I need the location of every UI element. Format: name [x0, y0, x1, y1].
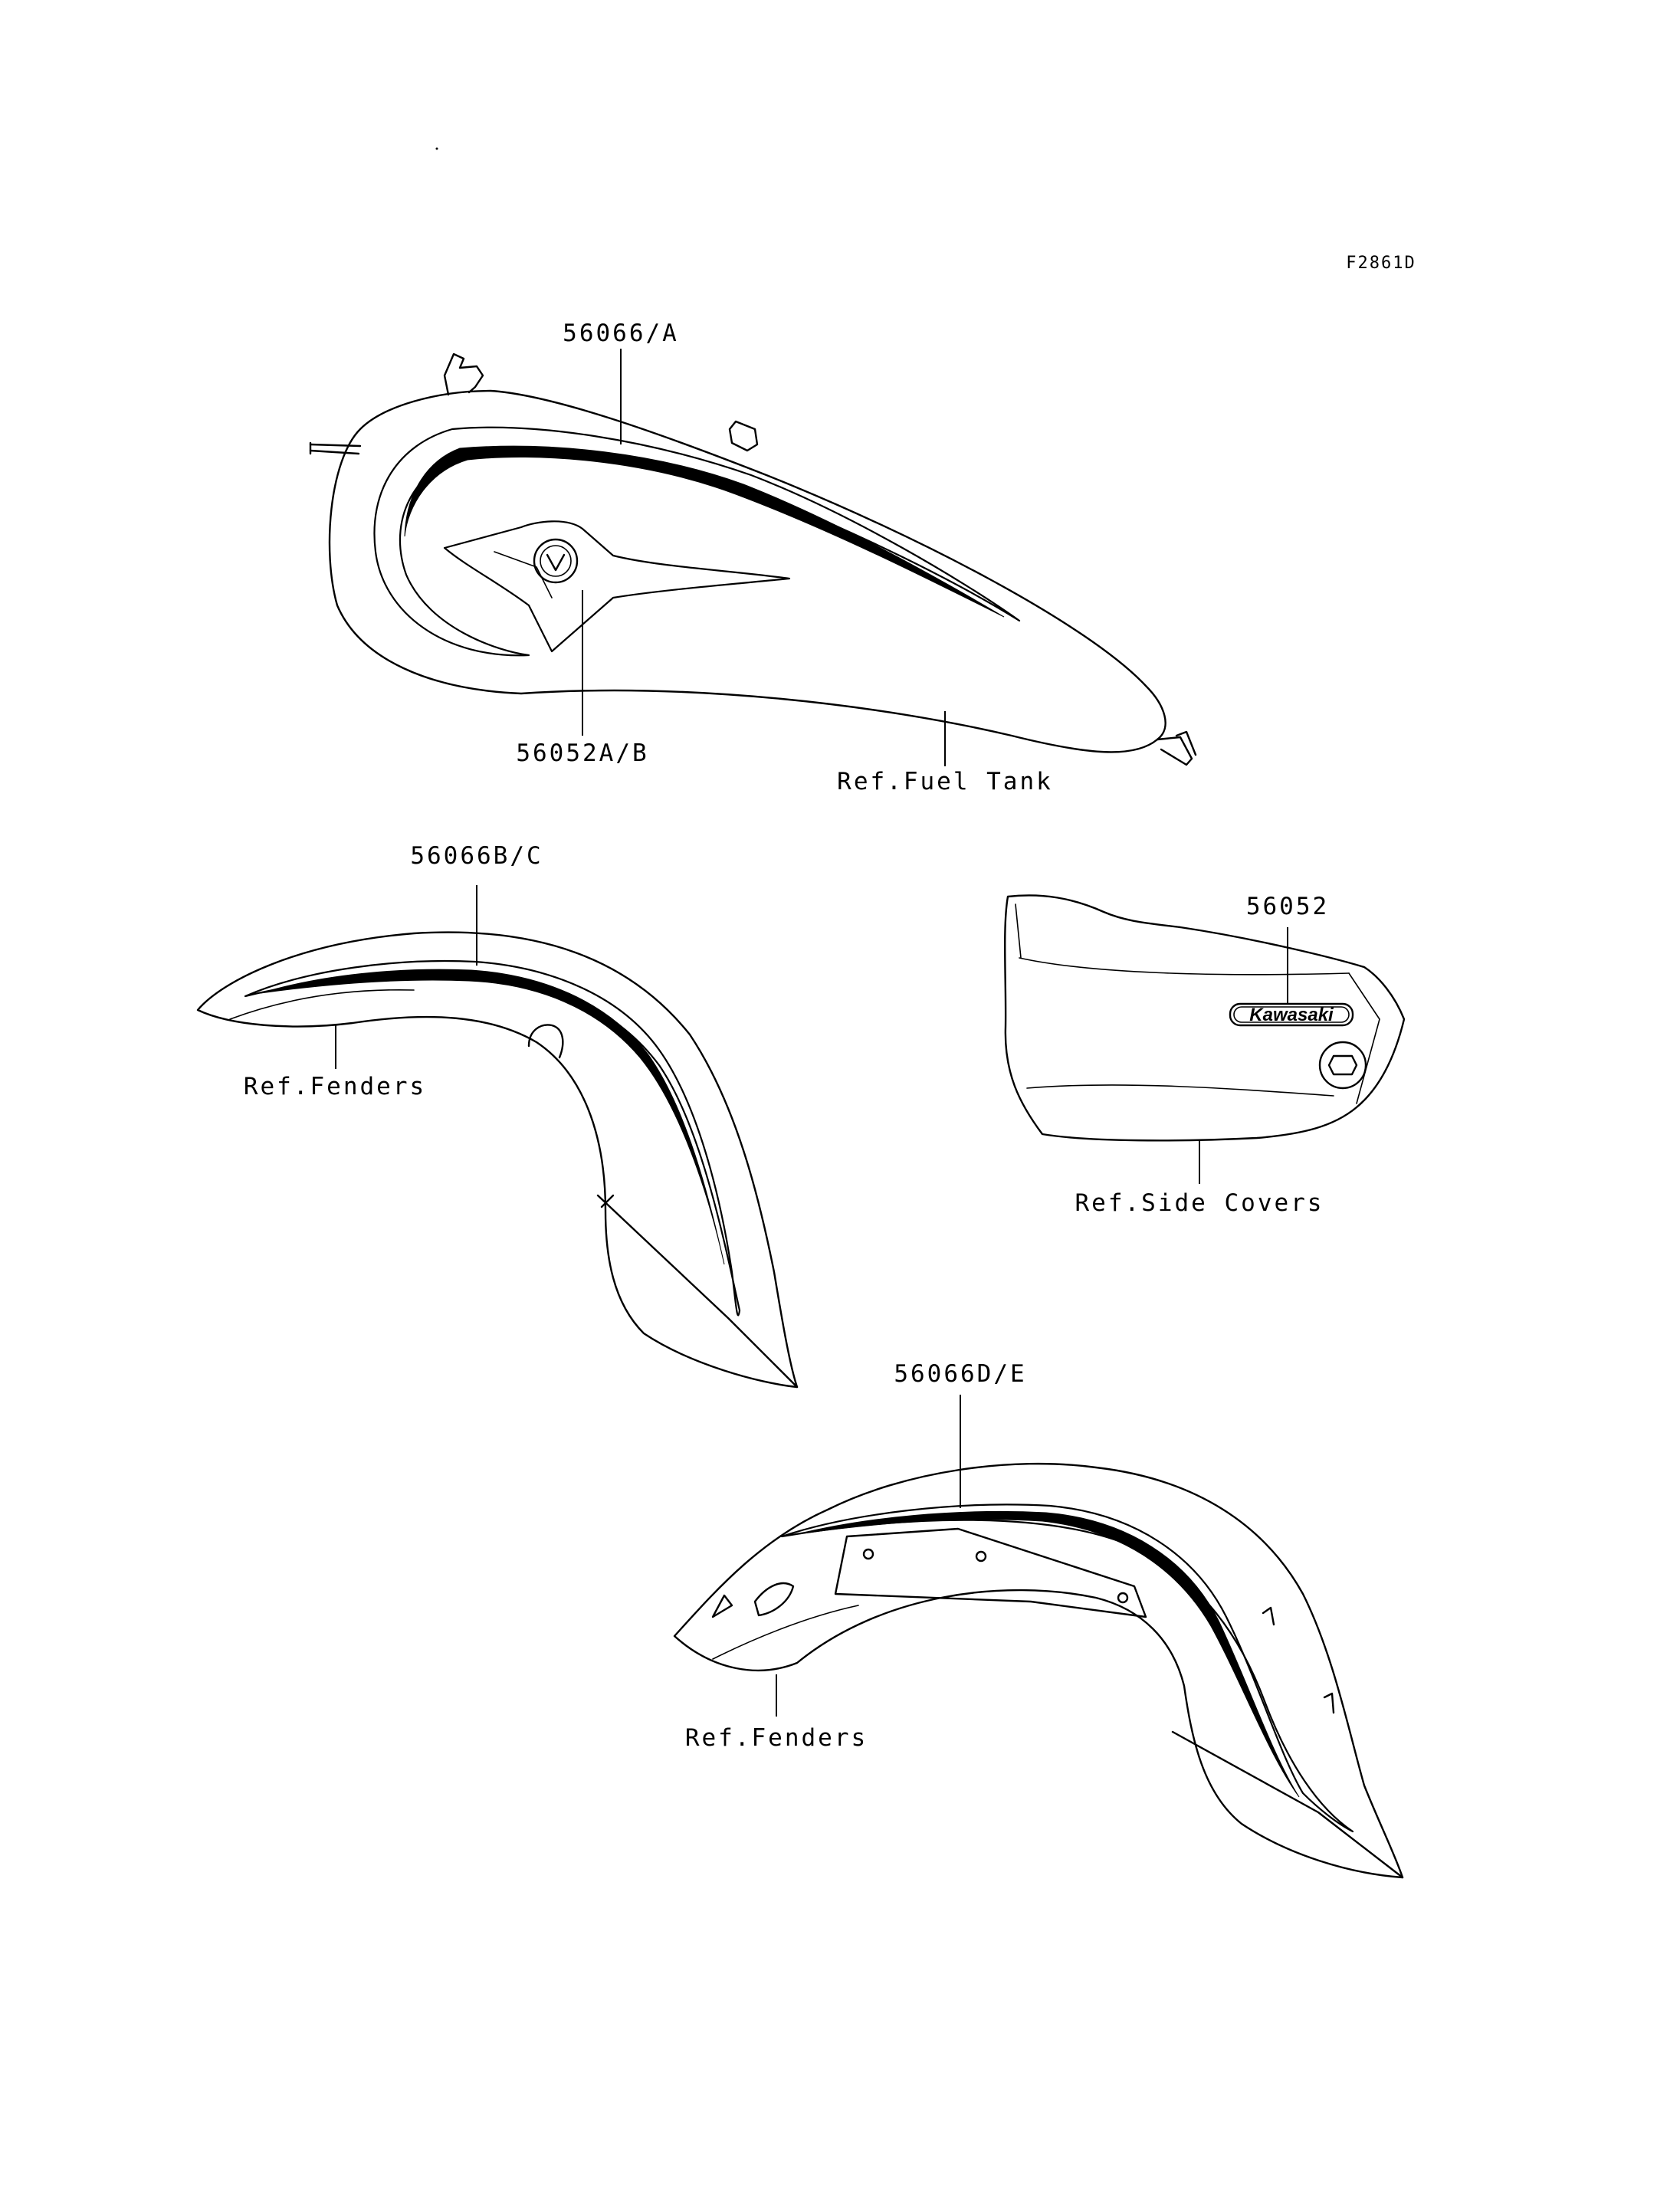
side-cover-grommet — [1318, 1041, 1367, 1090]
callout-rear-fender-stripe: 56066D/E — [894, 1360, 1026, 1388]
callout-ref-fenders-rear: Ref.Fenders — [685, 1724, 868, 1752]
figure-code: F2861D — [1346, 254, 1416, 273]
fuel-tank-drawing — [309, 353, 1197, 766]
fender-bolt-hole — [862, 1548, 874, 1560]
stray-dot — [435, 147, 438, 150]
kawasaki-badge — [1229, 1002, 1354, 1027]
callout-side-cover-emblem: 56052 — [1246, 893, 1329, 920]
kawasaki-badge-text: Kawasaki — [1249, 1005, 1334, 1025]
side-cover-drawing: Kawasaki — [1003, 894, 1406, 1142]
front-fender-drawing — [196, 931, 799, 1389]
callout-ref-fenders-front: Ref.Fenders — [244, 1073, 426, 1100]
fender-bolt-hole — [1117, 1592, 1129, 1604]
callout-front-fender-stripe: 56066B/C — [410, 842, 543, 870]
fender-bolt-hole — [975, 1550, 987, 1562]
callout-tank-emblem: 56052A/B — [516, 739, 648, 767]
v-emblem-icon — [533, 538, 579, 584]
rear-fender-drawing — [673, 1462, 1404, 1879]
callout-ref-fuel-tank: Ref.Fuel Tank — [837, 768, 1053, 795]
callout-tank-stripe: 56066/A — [563, 320, 679, 347]
callout-ref-side-covers: Ref.Side Covers — [1075, 1189, 1324, 1217]
